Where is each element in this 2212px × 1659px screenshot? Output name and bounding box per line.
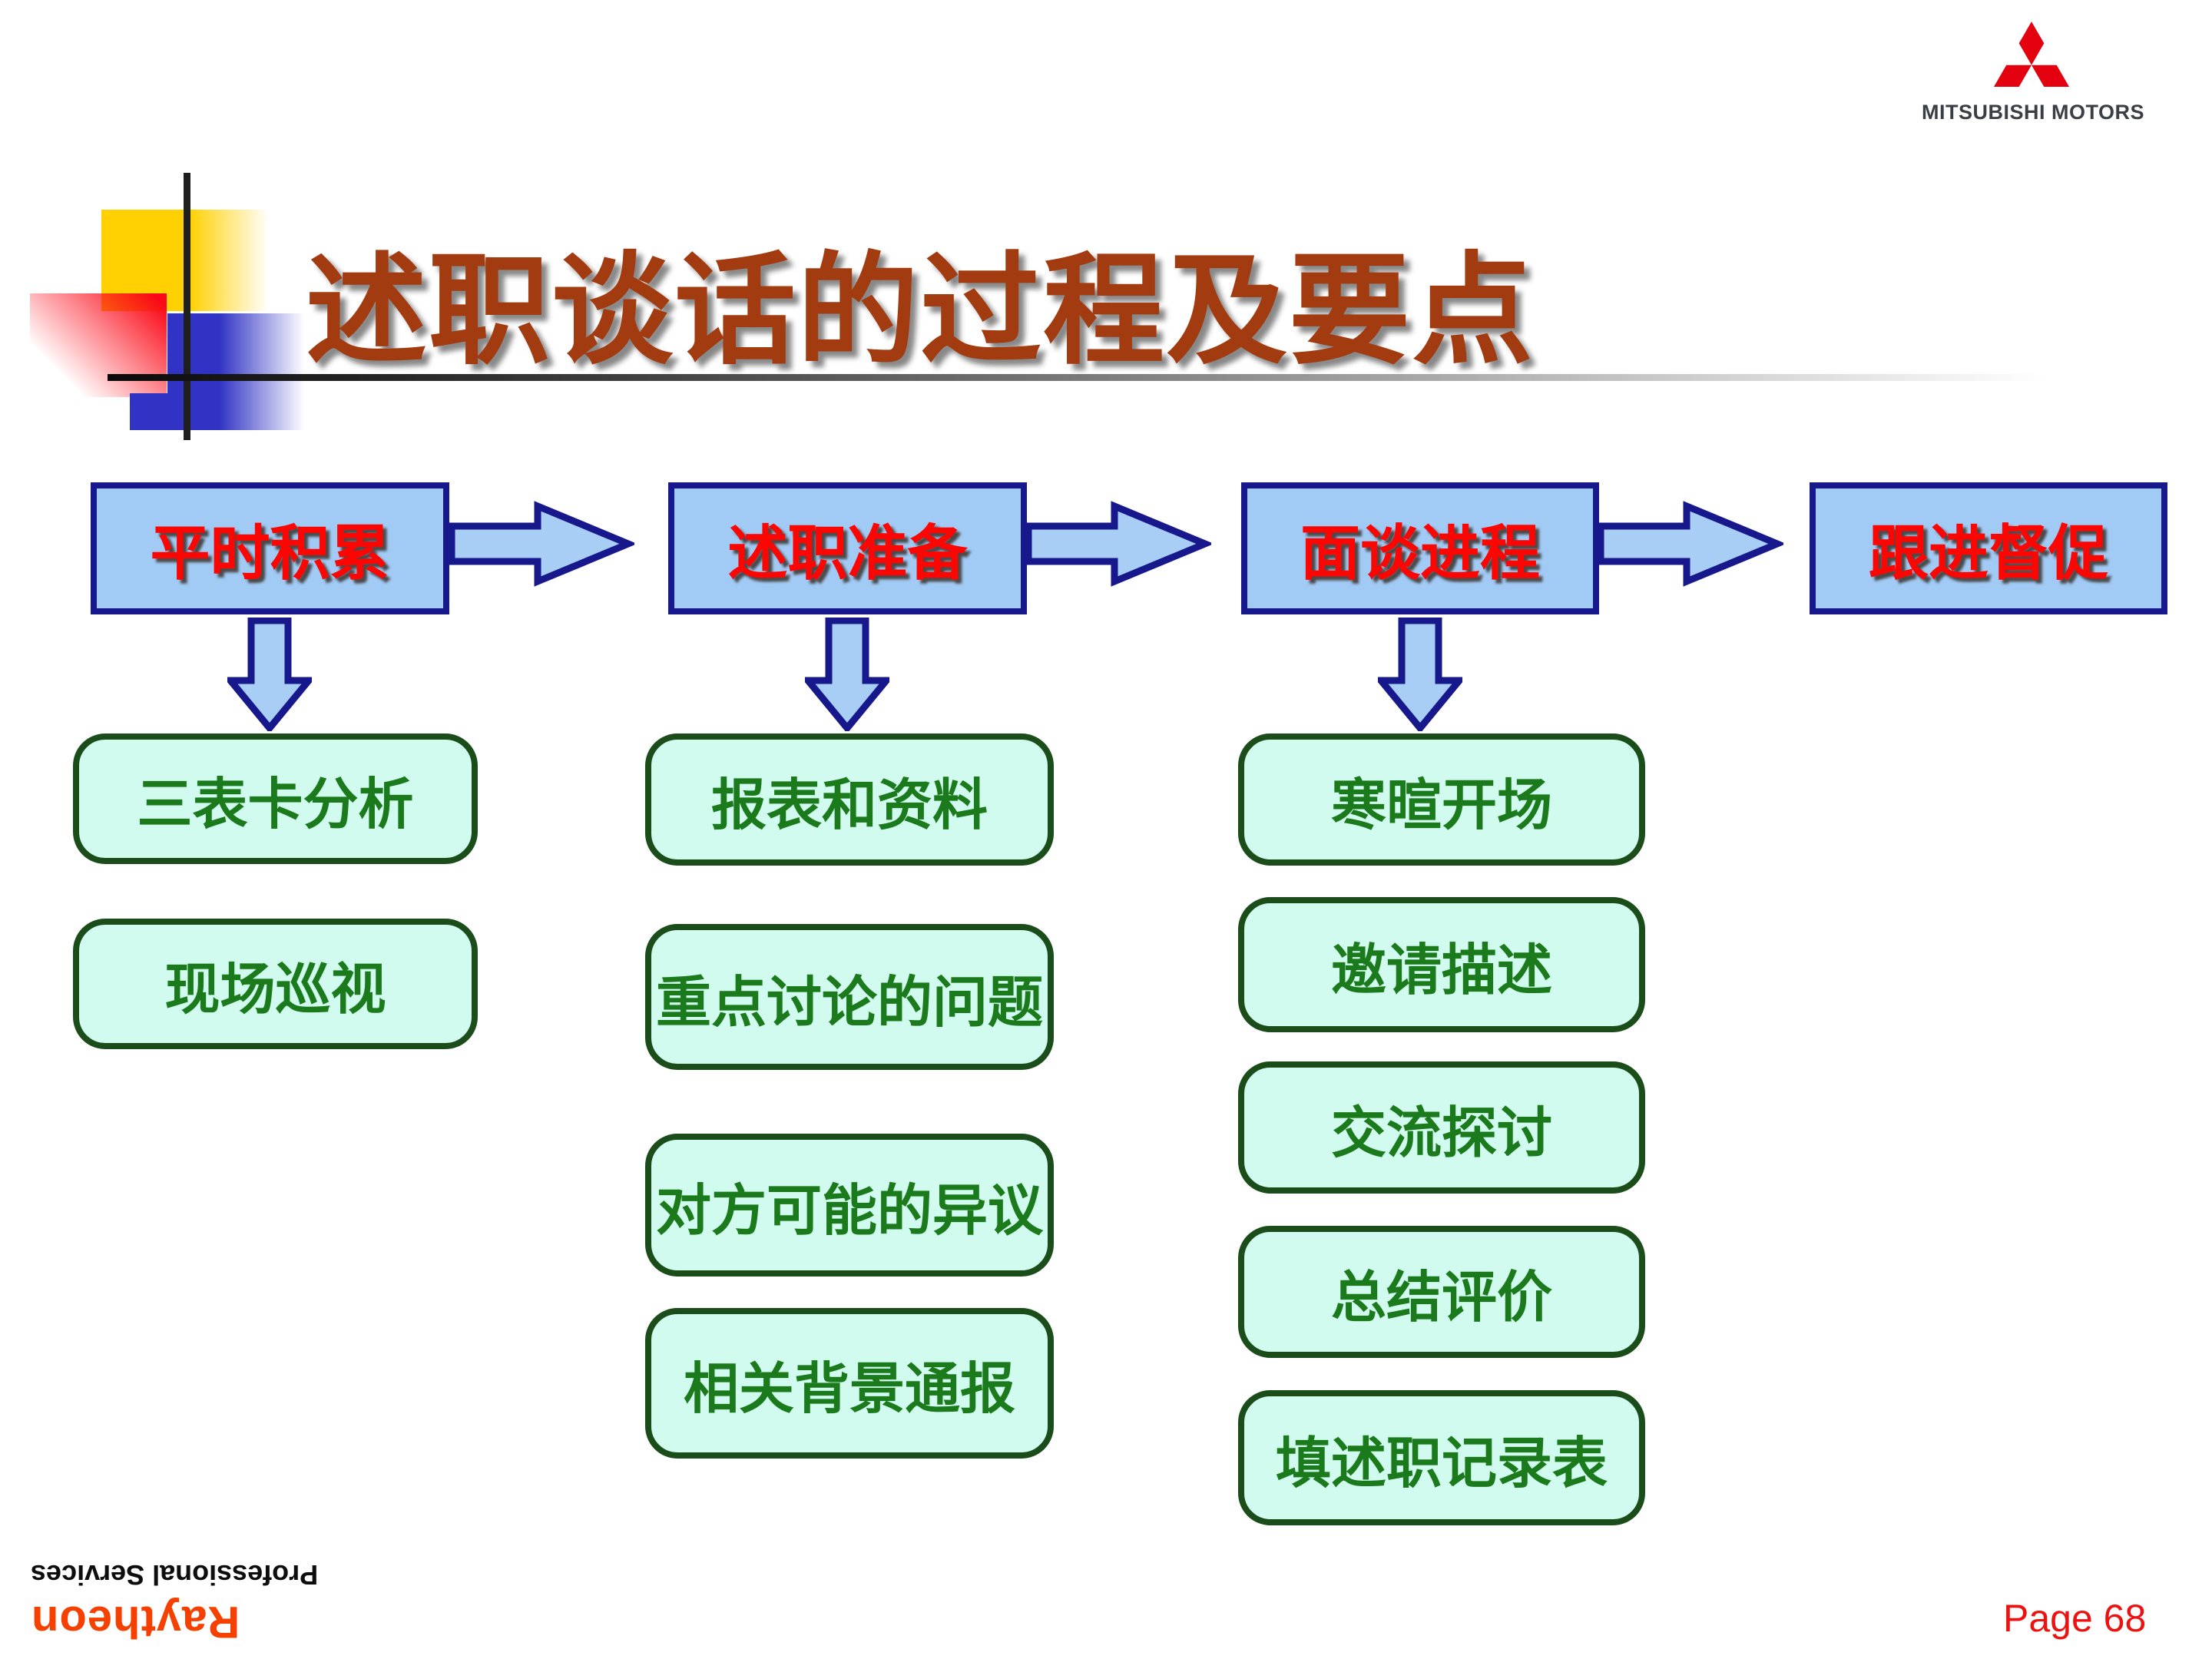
flow-arrow-down-icon — [805, 618, 889, 731]
stage-box-1: 平时积累 — [91, 482, 449, 614]
mitsubishi-wordmark: MITSUBISHI MOTORS — [1922, 101, 2145, 124]
item-box: 填述职记录表 — [1238, 1390, 1645, 1525]
item-box: 重点讨论的问题 — [645, 924, 1054, 1070]
page-title: 述职谈话的过程及要点 — [306, 243, 1535, 379]
item-box: 对方可能的异议 — [645, 1134, 1054, 1277]
stage-label: 跟进督促 — [1868, 519, 2108, 587]
item-box: 报表和资料 — [645, 733, 1054, 866]
decoration-red-square — [30, 293, 167, 397]
decoration-blue-square-notch — [130, 393, 167, 430]
item-box: 现场巡视 — [73, 919, 478, 1049]
stage-label: 面谈进程 — [1300, 519, 1540, 587]
stage-label: 平时积累 — [150, 519, 390, 587]
mitsubishi-three-diamonds-icon — [1993, 22, 2069, 87]
mitsubishi-logo: MITSUBISHI MOTORS — [1922, 22, 2145, 124]
decoration-vertical-line — [184, 173, 190, 440]
item-box: 总结评价 — [1238, 1226, 1645, 1358]
stage-box-3: 面谈进程 — [1241, 482, 1599, 614]
item-label: 邀请描述 — [1330, 939, 1552, 1002]
raytheon-tagline: Professional Services — [31, 1559, 319, 1591]
item-label: 交流探讨 — [1330, 1102, 1552, 1164]
item-box: 寒暄开场 — [1238, 733, 1645, 866]
item-label: 总结评价 — [1330, 1267, 1552, 1329]
item-box: 邀请描述 — [1238, 897, 1645, 1032]
item-box: 相关背景通报 — [645, 1308, 1054, 1459]
flow-arrow-right-icon — [449, 501, 634, 587]
stage-box-2: 述职准备 — [668, 482, 1027, 614]
flow-arrow-down-icon — [227, 618, 312, 731]
decoration-blue-square — [167, 313, 307, 430]
stage-box-4: 跟进督促 — [1810, 482, 2167, 614]
item-label: 相关背景通报 — [683, 1358, 1015, 1420]
item-label: 报表和资料 — [710, 774, 988, 836]
item-label: 重点讨论的问题 — [655, 972, 1043, 1034]
item-label: 现场巡视 — [164, 959, 386, 1021]
item-box: 三表卡分析 — [73, 733, 478, 864]
item-label: 填述职记录表 — [1275, 1432, 1608, 1495]
flow-arrow-right-icon — [1025, 501, 1211, 587]
item-box: 交流探讨 — [1238, 1061, 1645, 1194]
title-divider-line — [108, 374, 2104, 381]
item-label: 对方可能的异议 — [655, 1180, 1043, 1242]
item-label: 寒暄开场 — [1330, 774, 1552, 836]
flow-arrow-right-icon — [1598, 501, 1783, 587]
stage-label: 述职准备 — [727, 519, 968, 587]
item-label: 三表卡分析 — [137, 773, 414, 836]
raytheon-logo: Raytheon Professional Services — [31, 1545, 330, 1647]
page-number: Page 68 — [2003, 1597, 2147, 1640]
raytheon-wordmark: Raytheon — [31, 1597, 240, 1647]
flow-arrow-down-icon — [1378, 618, 1462, 731]
